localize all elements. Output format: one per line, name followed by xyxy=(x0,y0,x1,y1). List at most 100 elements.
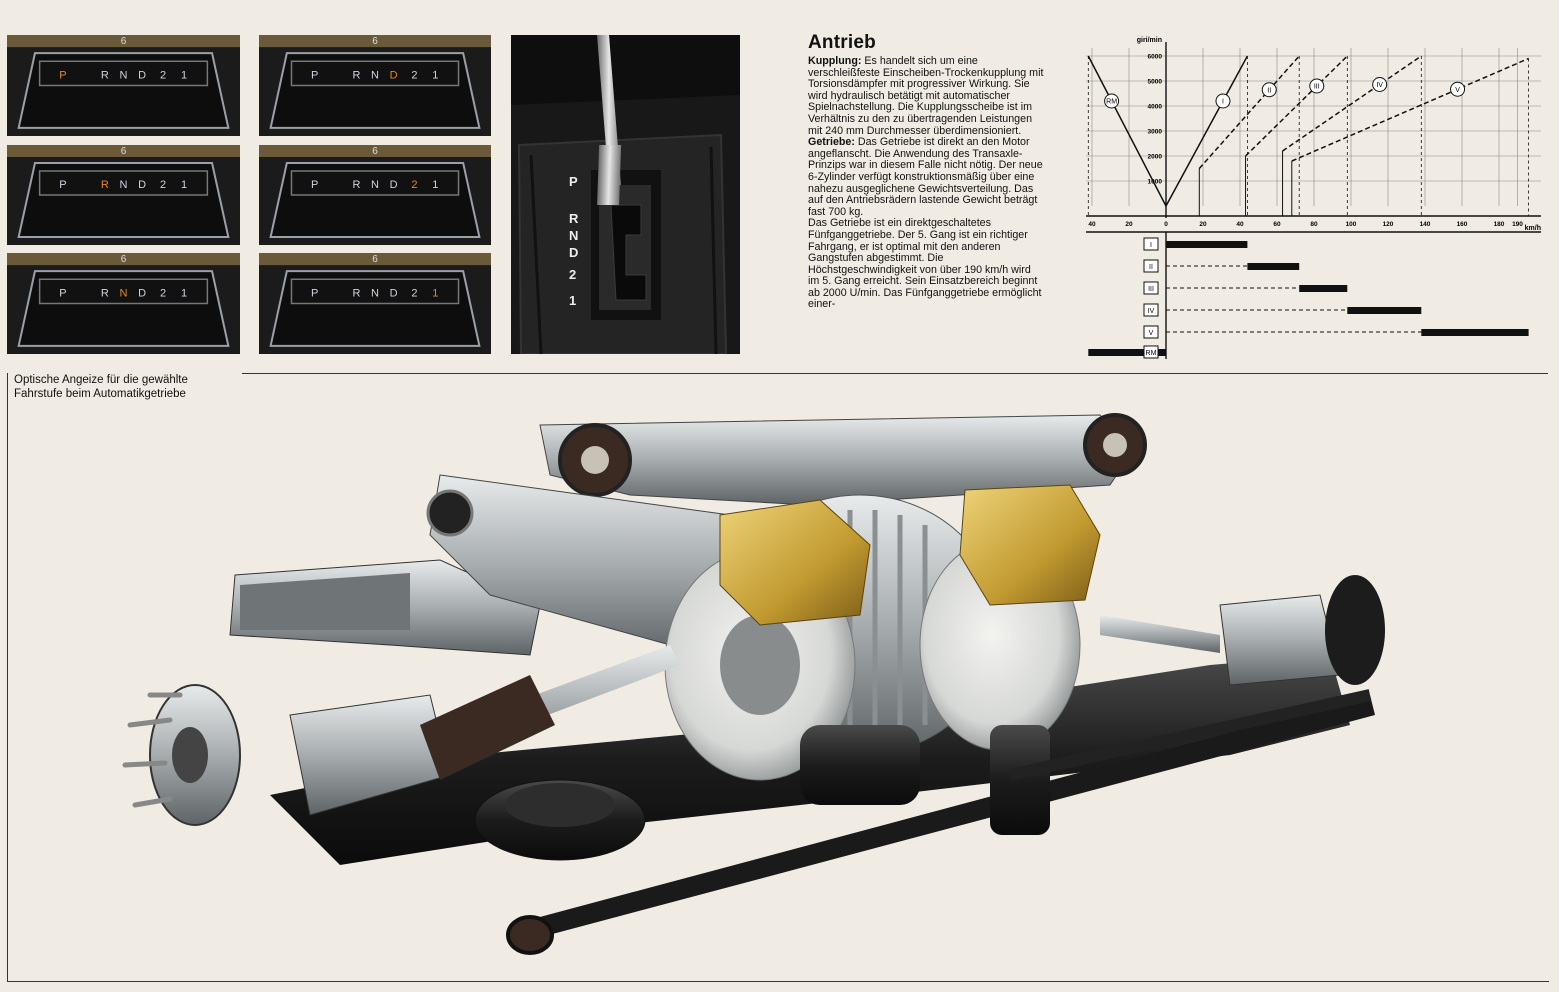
series-label: II xyxy=(1267,87,1271,94)
shifter-label: D xyxy=(569,245,578,260)
gear-letter: P xyxy=(59,179,66,191)
gear-letter: R xyxy=(101,287,109,299)
gear-letter: 1 xyxy=(181,287,187,299)
range-bar xyxy=(1299,285,1348,292)
x-tick-label: 180 xyxy=(1494,221,1505,228)
gear-letter: N xyxy=(371,287,379,299)
panel-trim xyxy=(7,145,240,157)
x-tick-label: 140 xyxy=(1420,221,1431,228)
gear-letter: R xyxy=(352,287,360,299)
kupplung-label: Kupplung: xyxy=(808,55,862,67)
gear-letter: P xyxy=(311,69,318,81)
range-tag xyxy=(1143,259,1159,273)
gear-letter: N xyxy=(371,179,379,191)
gear-letter: 2 xyxy=(160,69,166,81)
panel-window xyxy=(290,278,460,305)
range-label: IV xyxy=(1148,308,1155,315)
series-label: IV xyxy=(1376,82,1383,89)
x-tick-label: 40 xyxy=(1236,221,1244,228)
gear-letter: P xyxy=(59,69,66,81)
series-badge xyxy=(1372,77,1388,92)
shifter-label: 1 xyxy=(569,293,576,308)
gear-letter: N xyxy=(120,69,128,81)
x-tick-label: 20 xyxy=(1125,221,1133,228)
range-label: I xyxy=(1150,242,1152,249)
gear-letter: 1 xyxy=(432,179,438,191)
range-bar xyxy=(1347,307,1422,314)
gear-letter: P xyxy=(59,287,66,299)
series-line xyxy=(1087,55,1167,207)
series-line xyxy=(1198,55,1300,169)
gear-letter: 1 xyxy=(432,287,438,299)
y-tick-label: 2000 xyxy=(1148,154,1163,161)
x-tick-label: 160 xyxy=(1457,221,1468,228)
range-tag xyxy=(1143,325,1159,339)
y-tick-label: 1000 xyxy=(1148,179,1163,186)
y-axis-label: giri/min xyxy=(1137,37,1162,44)
illustration-frame xyxy=(7,373,1549,982)
gear-shifter-photo: P R N D 2 1 xyxy=(511,35,740,354)
range-bar xyxy=(1247,263,1300,270)
panel-window xyxy=(290,60,460,87)
shifter-label: P xyxy=(569,174,578,189)
gear-letter: R xyxy=(352,69,360,81)
gear-letter: N xyxy=(120,179,128,191)
gear-letter: N xyxy=(120,287,128,299)
gear-letter: P xyxy=(311,179,318,191)
x-tick-label: 20 xyxy=(1199,221,1207,228)
range-label: II xyxy=(1149,264,1153,271)
series-badge xyxy=(1104,93,1120,109)
getriebe-label: Getriebe: xyxy=(808,136,855,149)
series-badge xyxy=(1450,81,1466,97)
range-label: V xyxy=(1149,330,1154,337)
panel-trim xyxy=(7,35,240,48)
series-label: III xyxy=(1314,84,1320,91)
panel-window xyxy=(38,60,209,87)
x-tick-label: 60 xyxy=(1273,221,1281,228)
kupplung-text: Es handelt sich um eine verschleißfeste … xyxy=(808,55,1044,137)
series-badge xyxy=(1215,93,1231,109)
range-label: III xyxy=(1148,286,1154,293)
series-badge xyxy=(1309,78,1325,94)
series-line xyxy=(1291,57,1529,162)
gear-letter: D xyxy=(390,179,398,191)
caption-line-2: Fahrstufe beim Automatikgetriebe xyxy=(14,388,186,400)
origin-label: 0 xyxy=(1164,221,1168,228)
caption-line-1: Optische Angeize für die gewählte xyxy=(14,374,188,386)
panel-trim xyxy=(259,145,491,157)
range-bar xyxy=(1421,329,1529,336)
x-tick-label: 40 xyxy=(1088,221,1096,228)
range-bar xyxy=(1166,241,1248,248)
y-tick-label: 5000 xyxy=(1148,79,1163,86)
article-title: Antrieb xyxy=(808,32,876,53)
gear-shifter-svg: P R N D 2 1 xyxy=(511,35,740,354)
dial-mark: 6 xyxy=(121,254,127,265)
gear-letter: 2 xyxy=(160,179,166,191)
gear-letter: D xyxy=(390,287,398,299)
article-body: Kupplung: Es handelt sich um eine versch… xyxy=(808,55,1044,311)
frame-top-rule xyxy=(242,373,1548,374)
gear-letter: 2 xyxy=(160,287,166,299)
dial-mark: 6 xyxy=(372,146,378,157)
shifter-label: 2 xyxy=(569,267,576,282)
series-badge xyxy=(1261,82,1277,98)
y-tick-label: 4000 xyxy=(1148,104,1163,111)
dial-mark: 6 xyxy=(372,254,378,265)
caption: Optische Angeize für die gewählte Fahrst… xyxy=(14,373,244,401)
gear-letter: 1 xyxy=(181,179,187,191)
x-axis-label: km/h xyxy=(1525,225,1541,232)
series-label: I xyxy=(1222,99,1224,106)
range-tag xyxy=(1143,303,1159,317)
dial-mark: 6 xyxy=(121,146,127,157)
article: Antrieb Kupplung: Es handelt sich um ein… xyxy=(808,32,1044,311)
